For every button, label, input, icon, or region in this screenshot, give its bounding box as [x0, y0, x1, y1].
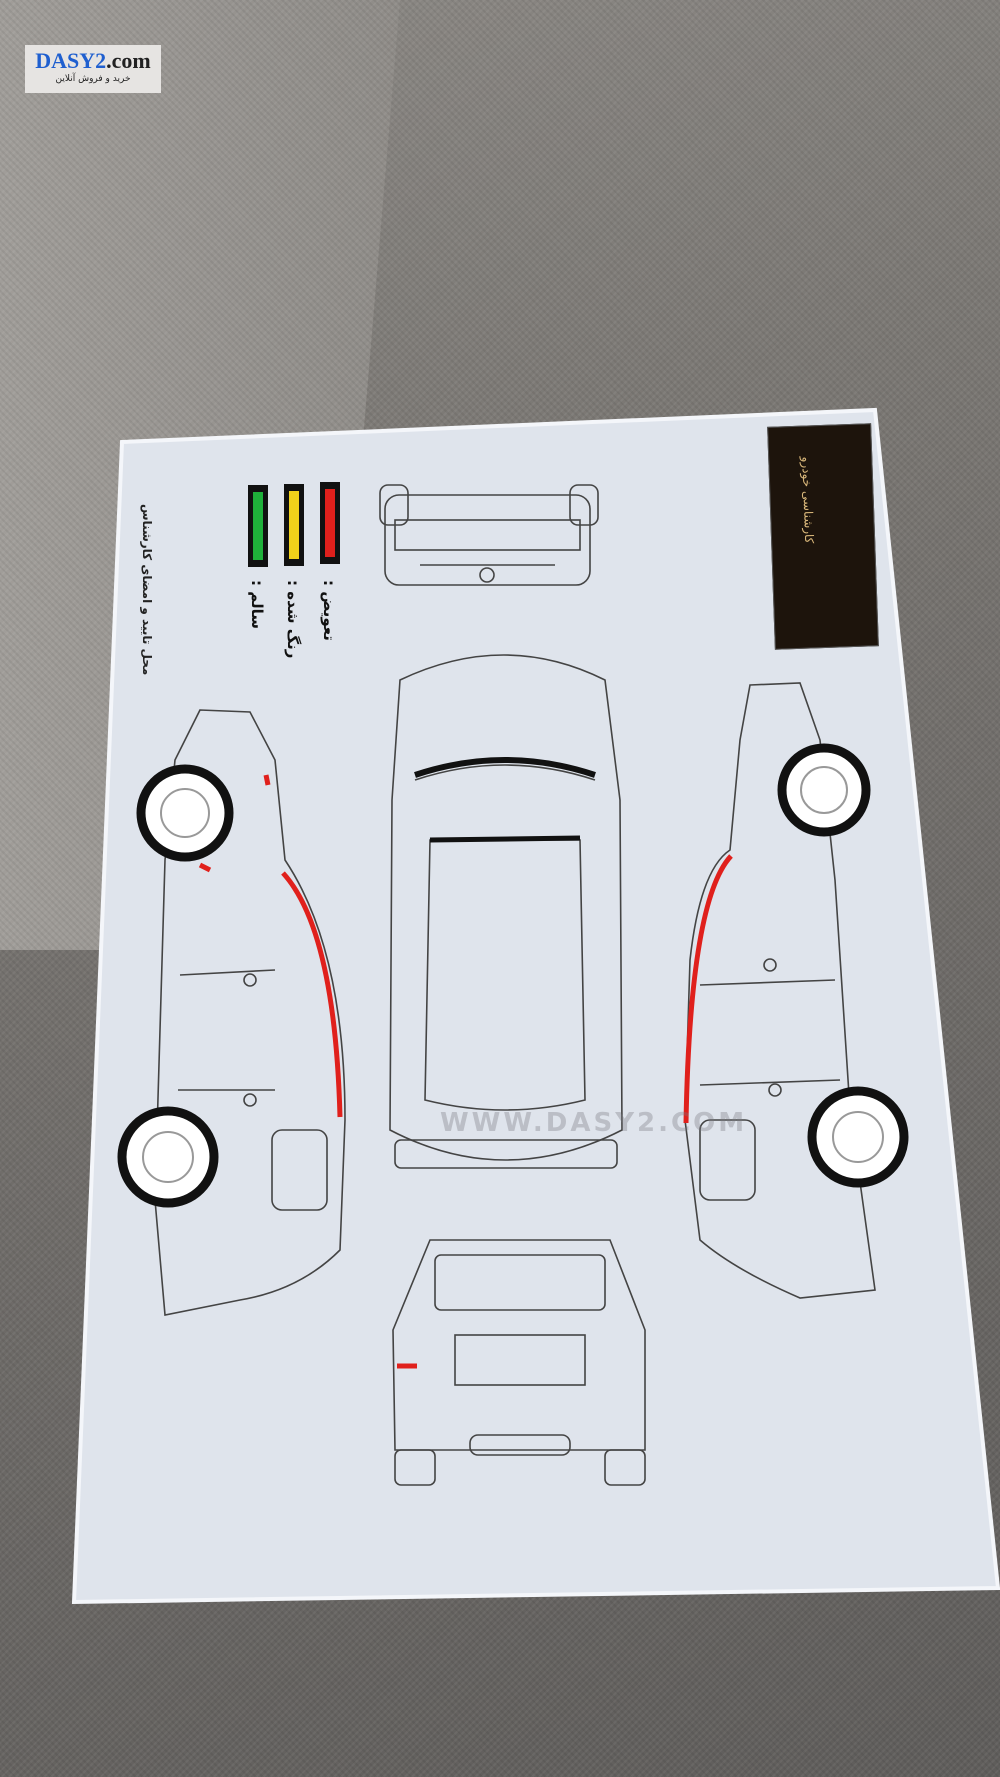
legend-label-yellow: رنگ شده :: [284, 580, 302, 659]
site-logo: DASY2.com خرید و فروش آنلاین: [25, 45, 161, 93]
center-watermark: WWW.DASY2.COM: [440, 1108, 748, 1138]
top-view-diagram: [389, 654, 623, 1169]
brand-logo-text: کارشناسی خودرو: [799, 456, 817, 544]
front-view-diagram: [379, 484, 599, 586]
left-minor-mark: [263, 774, 271, 786]
paper-sheet: [71, 407, 1000, 1605]
logo-brand: DASY2: [35, 48, 107, 73]
legend-swatches: [248, 482, 340, 567]
side-note: محل تایید و امضای کارشناس: [140, 503, 154, 675]
left-minor-mark: [198, 862, 212, 873]
right-side-diagram: [684, 682, 876, 1299]
damage-marks: [198, 774, 733, 1369]
inspector-brand-logo: کارشناسی خودرو: [767, 423, 879, 650]
right-pillar-replaced-mark: [683, 854, 733, 1124]
logo-tagline: خرید و فروش آنلاین: [55, 74, 131, 84]
left-pillar-replaced-mark: [281, 871, 343, 1118]
wheels: [117, 743, 909, 1208]
rear-view-diagram: [392, 1239, 646, 1486]
legend-label-green: سالم :: [248, 580, 266, 629]
left-side-diagram: [154, 709, 346, 1316]
legend-label-red: تعویض :: [320, 580, 338, 641]
logo-domain: .com: [106, 48, 151, 73]
